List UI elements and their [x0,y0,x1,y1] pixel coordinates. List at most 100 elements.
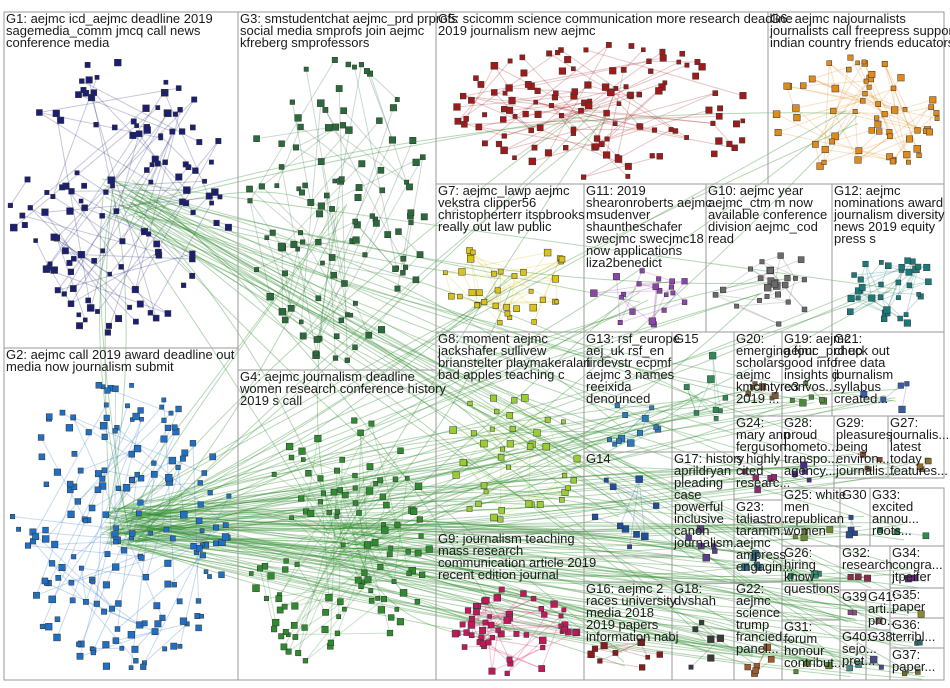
node-g6 [800,82,807,89]
node-g12 [903,319,911,327]
node-g1 [205,192,213,200]
node-g8 [509,425,516,432]
edge [483,645,542,670]
node-g3 [254,267,259,273]
node-g2 [197,480,203,486]
node-g1 [36,109,43,116]
node-g36 [916,639,923,646]
node-g1 [164,109,172,117]
inter-group-edge [99,206,129,523]
node-g3 [348,312,354,318]
edge [145,452,186,578]
node-g4 [278,633,285,640]
node-g3 [406,183,413,191]
edge [354,303,370,336]
node-g3 [355,184,363,191]
node-g1 [50,233,58,241]
inter-group-edge [332,428,637,531]
node-g6 [862,90,868,97]
edge [284,213,321,321]
group-label-line: paper... [892,659,935,674]
edge [27,404,107,546]
node-g2 [45,623,53,631]
node-g1 [21,222,28,229]
node-g1 [100,248,106,254]
edge [471,99,629,167]
edge [831,74,873,142]
node-g12 [855,295,861,301]
node-g12 [906,282,913,289]
inter-group-edge [117,207,329,535]
group-label-line: annou... [872,511,919,526]
node-g1 [183,186,191,194]
edge [80,448,138,472]
inter-group-edge [101,188,909,473]
edge [828,62,918,131]
node-g1 [135,130,143,138]
node-g4 [365,487,374,495]
edge [604,645,660,656]
node-g4 [386,551,393,558]
edge [736,305,779,325]
node-g1 [99,213,105,219]
node-g11 [648,317,657,325]
node-g2 [99,475,106,482]
edge [514,101,536,117]
group-label-line: dvshah [674,593,716,608]
edge [500,432,538,458]
node-g16 [600,642,608,650]
node-g1 [169,128,176,135]
edge [788,85,906,110]
node-g16 [637,640,643,646]
inter-group-edge [343,522,902,556]
node-g6 [861,59,867,65]
inter-group-edge [130,537,334,550]
edge [279,524,398,611]
inter-group-edge [356,522,804,537]
node-g32 [847,573,854,581]
inter-group-edge [127,396,699,521]
edge [850,57,909,163]
node-g4 [295,650,302,657]
node-g5 [559,113,565,119]
node-g4 [336,614,341,620]
node-g4 [408,566,416,575]
node-g5 [676,59,682,65]
edge [321,156,424,207]
node-g5 [602,151,611,159]
node-g5 [612,121,618,126]
node-g9 [538,665,546,672]
edge [36,530,203,596]
node-g2 [128,665,134,670]
node-g8 [525,500,533,508]
node-g9 [495,627,501,633]
node-g4 [283,558,289,564]
inter-group-edge [131,201,346,542]
edge [790,574,815,577]
node-g3 [379,187,386,194]
node-g3 [315,295,322,302]
node-g1 [110,183,115,189]
node-g2 [137,499,144,506]
group-box-g29 [833,415,889,479]
node-g2 [37,434,45,441]
node-g8 [573,455,581,463]
edge [107,131,173,333]
inter-group-edge [122,218,804,543]
node-g19 [803,381,809,386]
node-g14 [633,531,640,538]
node-g32 [855,573,862,580]
node-g4 [380,596,388,603]
node-g1 [149,162,155,168]
group-label-line: G30 [842,487,867,502]
node-g8 [506,464,511,470]
inter-group-edge [129,201,865,472]
node-g12 [847,294,855,302]
edge [305,69,345,284]
edge [134,623,159,650]
node-g4 [358,583,364,589]
edge [301,497,387,506]
